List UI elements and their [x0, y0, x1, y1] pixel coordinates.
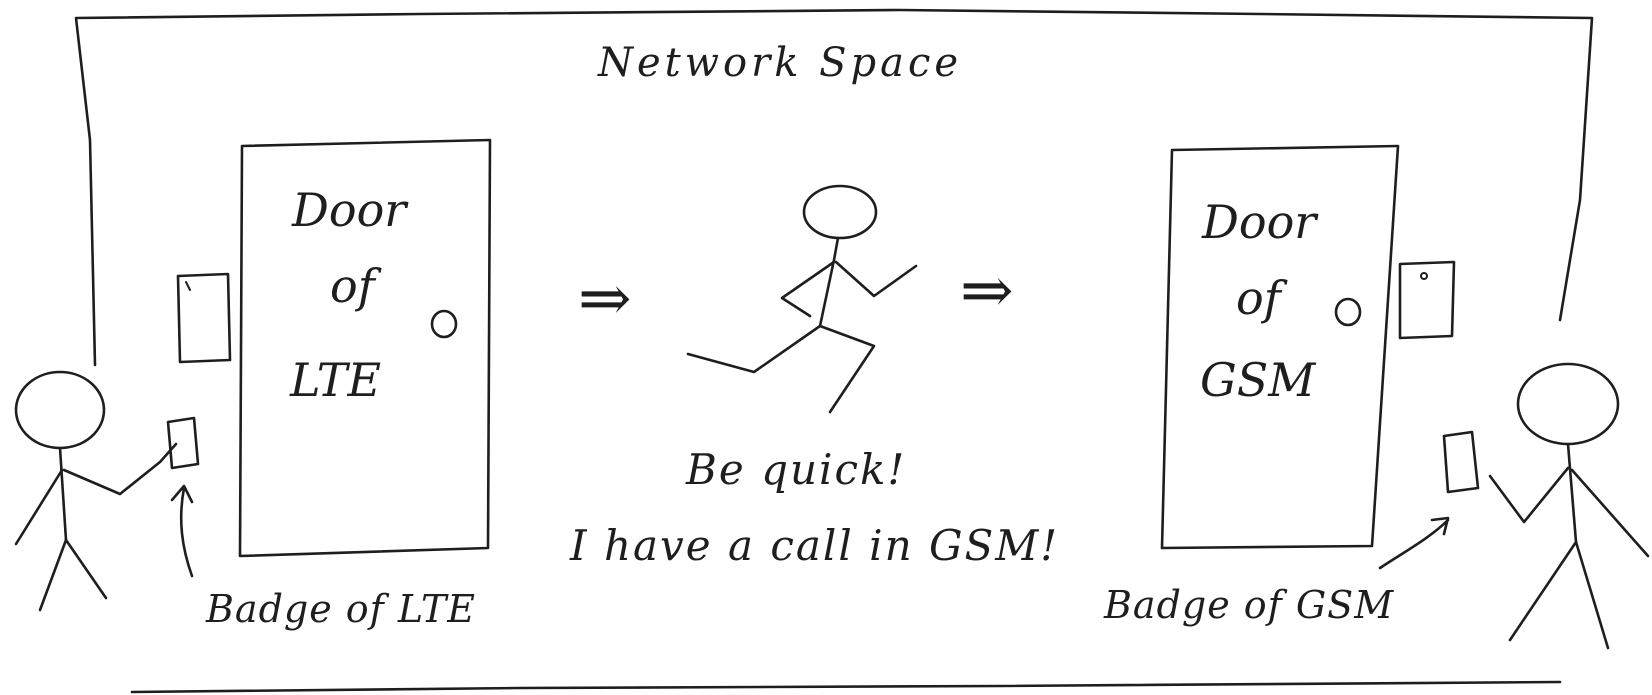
lte-door-label-line3: LTE — [289, 353, 381, 407]
left-person-figure — [16, 372, 176, 610]
speech-line-1: Be quick! — [685, 445, 906, 494]
speech-line-2: I have a call in GSM! — [569, 521, 1059, 570]
lte-badge — [168, 418, 198, 468]
lte-door-label-line1: Door — [291, 183, 409, 237]
running-figure — [688, 186, 916, 412]
right-person-figure — [1490, 364, 1648, 648]
gsm-door-label-line1: Door — [1201, 195, 1319, 249]
gsm-badge — [1444, 432, 1478, 492]
gsm-badge-pointer-arrow — [1380, 518, 1448, 568]
gsm-door-knob — [1336, 299, 1360, 325]
lte-badge-reader — [178, 274, 230, 362]
lte-badge-pointer-arrow — [172, 486, 192, 576]
lte-door-label-line2: of — [330, 259, 382, 313]
network-space-title: Network Space — [597, 40, 962, 86]
gsm-badge-reader — [1400, 262, 1454, 338]
right-motion-arrow: ⇒ — [960, 254, 1014, 328]
left-motion-arrow: ⇒ — [578, 262, 632, 336]
gsm-badge-label: Badge of GSM — [1103, 583, 1394, 627]
lte-door-knob — [432, 311, 456, 337]
gsm-door-label-line3: GSM — [1200, 353, 1317, 407]
gsm-door-label-line2: of — [1236, 271, 1288, 325]
lte-badge-label: Badge of LTE — [205, 587, 476, 631]
